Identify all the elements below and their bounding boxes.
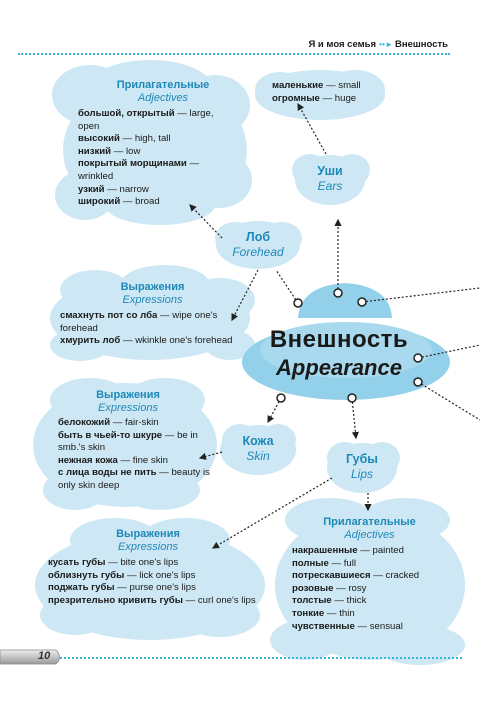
list-item: поджать губы — purse one's lips — [48, 582, 196, 594]
node-ears: Уши Ears — [300, 164, 360, 193]
heading-ru: Выражения — [96, 389, 160, 401]
list-item: большой, открытый — large, open — [78, 108, 214, 132]
cloud-skin — [220, 424, 296, 475]
list-item: узкий — narrow — [78, 183, 149, 195]
breadcrumb: Я и моя семья• • ►Внешность — [308, 39, 448, 50]
cloud-expr-skin — [33, 378, 217, 510]
heading-en: Adjectives — [137, 92, 189, 104]
page-title: Внешность Appearance — [254, 326, 424, 382]
adjectives-lips-heading: Прилагательные Adjectives — [292, 516, 447, 542]
list-item: облизнуть губы — lick one's lips — [48, 569, 196, 581]
node-label-ru: Кожа — [242, 434, 274, 448]
connector-line — [417, 381, 480, 421]
page-header: Я и моя семья• • ►Внешность — [18, 35, 450, 55]
node-label-ru: Лоб — [245, 230, 271, 244]
expr-lips-heading: Выражения Expressions — [48, 528, 248, 554]
list-item: белокожий — fair-skin — [58, 417, 159, 428]
node-forehead: Лоб Forehead — [222, 230, 294, 259]
list-item: широкий — broad — [78, 196, 160, 208]
heading-ru: Выражения — [120, 281, 185, 293]
node-label-en: Forehead — [232, 245, 284, 259]
list-item: накрашенные — painted — [292, 545, 404, 556]
arrow-to-expr-forehead — [231, 269, 259, 322]
title-ru: Внешность — [269, 326, 409, 353]
list-item: покрытый морщинами — wrinkled — [78, 158, 200, 182]
arrow-to-ear-words — [297, 102, 327, 155]
page-number-tab — [0, 649, 60, 665]
expr-forehead-block: Выражения Expressions смахнуть пот со лб… — [60, 281, 250, 348]
breadcrumb-topic: Внешность — [395, 39, 448, 50]
expr-skin-block: Выражения Expressions белокожий — fair-s… — [58, 389, 218, 493]
list-item: высокий — high, tall — [78, 133, 171, 145]
connector-line — [275, 269, 299, 304]
list-item: нежная кожа — fine skin — [58, 454, 168, 466]
page-number: 10 — [38, 650, 51, 662]
cloud-expr-forehead — [50, 265, 255, 361]
expr-forehead-heading: Выражения Expressions — [60, 281, 245, 307]
node-label-ru: Губы — [346, 452, 378, 466]
adjectives-top-heading: Прилагательные Adjectives — [78, 79, 248, 105]
cloud-adjectives-top — [52, 60, 252, 225]
adjectives-top-block: Прилагательные Adjectives большой, откры… — [78, 79, 248, 209]
hat-shape — [242, 283, 450, 400]
node-lips: Губы Lips — [332, 452, 392, 481]
heading-en: Adjectives — [344, 529, 395, 541]
list-item: смахнуть пот со лба — wipe one's forehea… — [60, 310, 218, 334]
heading-en: Expressions — [98, 402, 158, 414]
cloud-adjectives-lips — [270, 498, 465, 665]
list-item: хмурить лоб — wkinkle one's forehead — [60, 335, 233, 347]
heading-ru: Выражения — [116, 528, 180, 540]
arrow-icon: • • ► — [379, 40, 393, 49]
cloud-expr-lips — [35, 518, 265, 640]
heading-ru: Прилагательные — [323, 516, 416, 528]
list-item: полные — full — [292, 557, 357, 569]
cloud-ears-words — [255, 70, 385, 120]
hat-circles — [276, 288, 423, 403]
arrow-to-lips — [351, 397, 359, 440]
expr-skin-heading: Выражения Expressions — [58, 389, 198, 415]
list-item: чувственные — sensual — [292, 620, 403, 632]
node-skin: Кожа Skin — [228, 434, 288, 463]
clouds — [33, 60, 465, 665]
footer-dotted-line — [60, 657, 462, 659]
list-item: тонкие — thin — [292, 607, 355, 619]
node-label-en: Skin — [246, 449, 270, 463]
list-item: быть в чьей-то шкуре — be in smb.'s skin — [58, 429, 198, 454]
node-label-ru: Уши — [317, 164, 343, 178]
list-item: толстые — thick — [292, 595, 367, 607]
connector-line — [417, 344, 480, 359]
list-item: огромные — huge — [272, 92, 357, 104]
expr-lips-block: Выражения Expressions кусать губы — bite… — [48, 528, 268, 607]
adjectives-lips-block: Прилагательные Adjectives накрашенные — … — [292, 516, 462, 633]
heading-en: Expressions — [122, 294, 183, 306]
list-item: презрительно кривить губы — curl one's l… — [48, 594, 256, 606]
expr-forehead-list: смахнуть пот со лба — wipe one's forehea… — [60, 310, 250, 348]
list-item: маленькие — small — [272, 80, 361, 91]
node-label-en: Lips — [350, 467, 373, 481]
heading-ru: Прилагательные — [116, 79, 210, 91]
title-en: Appearance — [276, 355, 402, 380]
expr-skin-list: белокожий — fair-skin быть в чьей-то шку… — [58, 417, 210, 493]
cloud-lips — [327, 442, 400, 493]
cloud-forehead — [215, 221, 302, 269]
node-label-en: Ears — [317, 179, 343, 193]
list-item: с лица воды не пить — beauty is only ski… — [58, 467, 210, 491]
list-item: потрескавшиеся — cracked — [292, 570, 420, 582]
header-dotted-line — [18, 53, 450, 55]
expr-lips-list: кусать губы — bite one's lips облизнуть … — [48, 557, 260, 607]
ears-words-list: маленькие — small огромные — huge — [272, 80, 392, 105]
heading-en: Expressions — [118, 541, 178, 553]
adjectives-lips-list: накрашенные — painted полные — full потр… — [292, 545, 462, 633]
list-item: розовые — rosy — [292, 582, 367, 594]
cloud-ears — [292, 154, 370, 205]
list-item: кусать губы — bite one's lips — [48, 557, 179, 568]
breadcrumb-section: Я и моя семья — [308, 39, 377, 50]
list-item: низкий — low — [78, 145, 141, 157]
adjectives-top-list: большой, открытый — large, open высокий … — [78, 108, 228, 209]
arrow-to-expr-lips — [211, 477, 333, 549]
